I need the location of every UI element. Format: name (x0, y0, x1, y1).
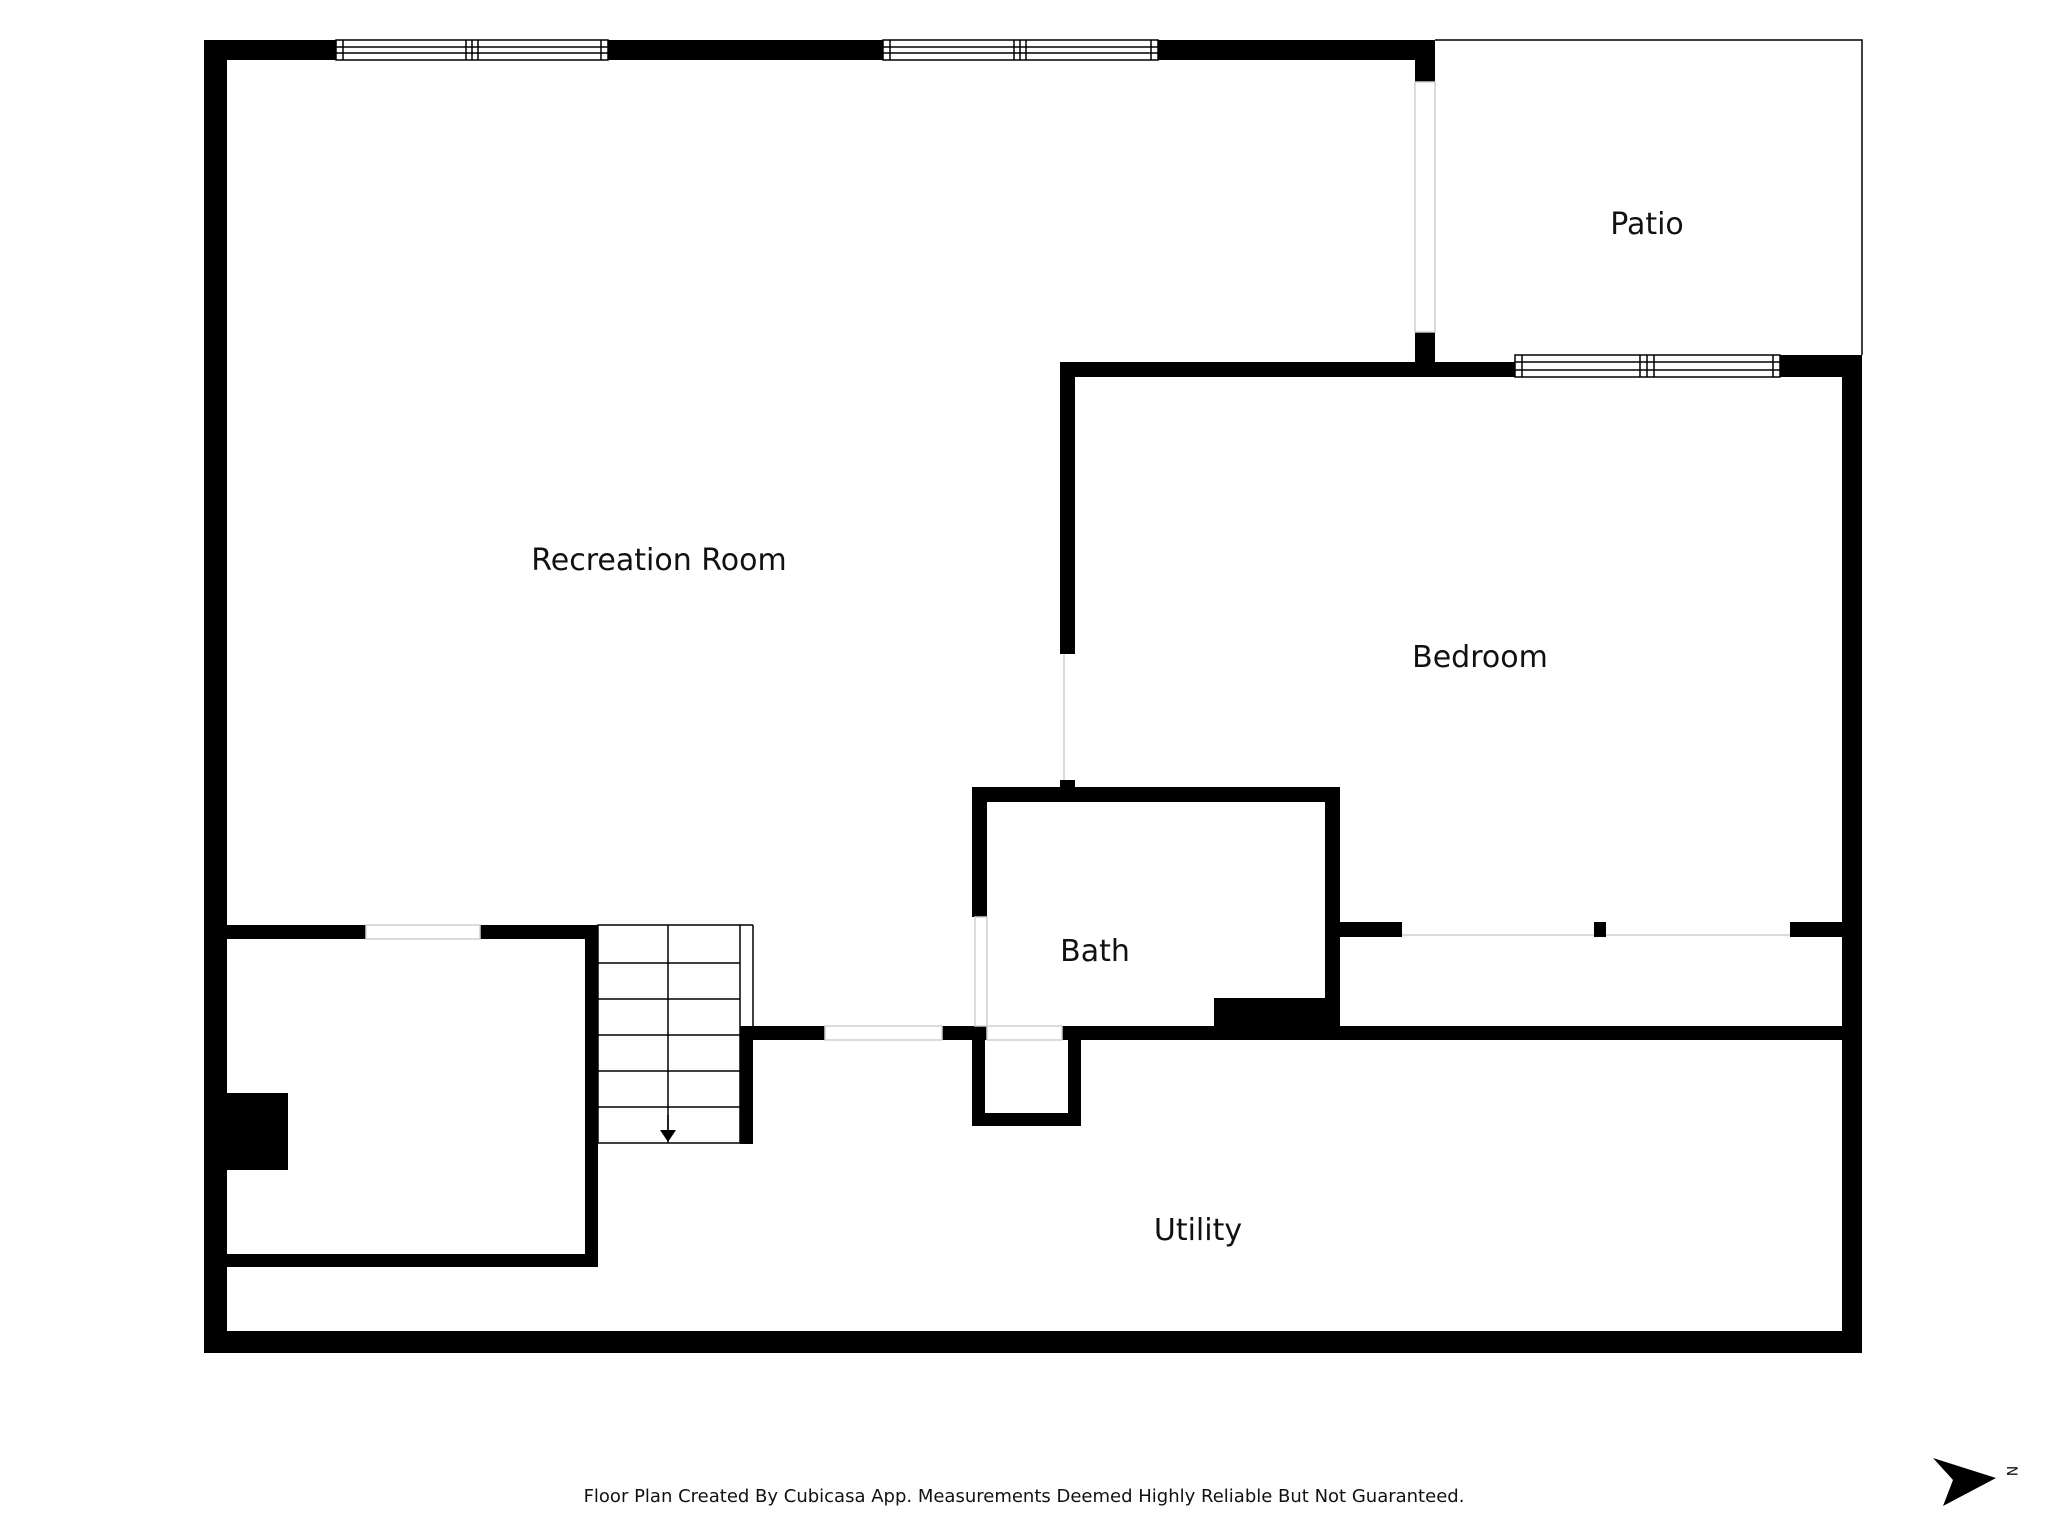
utility-wall-top-3 (1062, 1026, 1842, 1040)
patio-wall-upper (1415, 40, 1435, 82)
room-label-bedroom: Bedroom (1412, 640, 1548, 675)
door-openings (365, 81, 1790, 1041)
window-bedroom-patio (1514, 354, 1781, 378)
bath-wall-left-upper (972, 787, 987, 917)
stair-wall-right (740, 1026, 753, 1144)
utility-door (824, 1025, 943, 1041)
bedroom-wall-top-1 (1060, 362, 1515, 377)
walls (204, 40, 1862, 1353)
closet-wall-1 (1340, 922, 1402, 937)
windows (335, 39, 1781, 378)
outer-wall-top-1 (204, 40, 336, 60)
closet-wall-3 (1790, 922, 1842, 937)
window-top-left (335, 39, 609, 61)
storage-wall-right (585, 925, 598, 1267)
footer-disclaimer: Floor Plan Created By Cubicasa App. Meas… (584, 1486, 1465, 1507)
closet-wall-2 (1594, 922, 1606, 937)
stair-arrow-icon (660, 1130, 676, 1142)
room-label-bath: Bath (1060, 934, 1130, 969)
storage-wall-top-1 (204, 925, 366, 939)
chimney-block (204, 1093, 288, 1170)
stairs (597, 924, 754, 1144)
closet-small-right (1068, 1026, 1081, 1126)
bath-wall-right (1325, 787, 1340, 1036)
outer-wall-bottom (204, 1331, 1862, 1353)
storage-wall-top-2 (480, 925, 597, 939)
bath-utility-door (986, 1025, 1063, 1041)
bedroom-wall-left (1060, 362, 1075, 654)
outer-wall-top-2 (608, 40, 883, 60)
compass-label: N (2003, 1466, 2019, 1476)
patio-outline (1435, 39, 1863, 355)
room-label-patio: Patio (1610, 207, 1684, 242)
outer-wall-left (204, 40, 227, 1353)
utility-wall-top-1 (740, 1026, 825, 1040)
outer-wall-top-3 (1158, 40, 1435, 60)
closet-small-bottom (972, 1113, 1081, 1126)
room-label-utility: Utility (1154, 1213, 1242, 1248)
storage-wall-bottom (204, 1254, 598, 1267)
outer-wall-right (1842, 355, 1862, 1353)
bedroom-wall-top-2 (1780, 355, 1862, 377)
north-arrow-icon: N (1933, 1458, 2019, 1506)
window-top-right (882, 39, 1159, 61)
patio-door (1414, 81, 1436, 333)
stair-outline (597, 924, 741, 1144)
storage-door (365, 924, 481, 940)
bath-wall-top (972, 787, 1340, 802)
room-label-recreation: Recreation Room (531, 543, 786, 578)
closet-small-left (972, 1026, 985, 1126)
bath-door (974, 916, 988, 1027)
